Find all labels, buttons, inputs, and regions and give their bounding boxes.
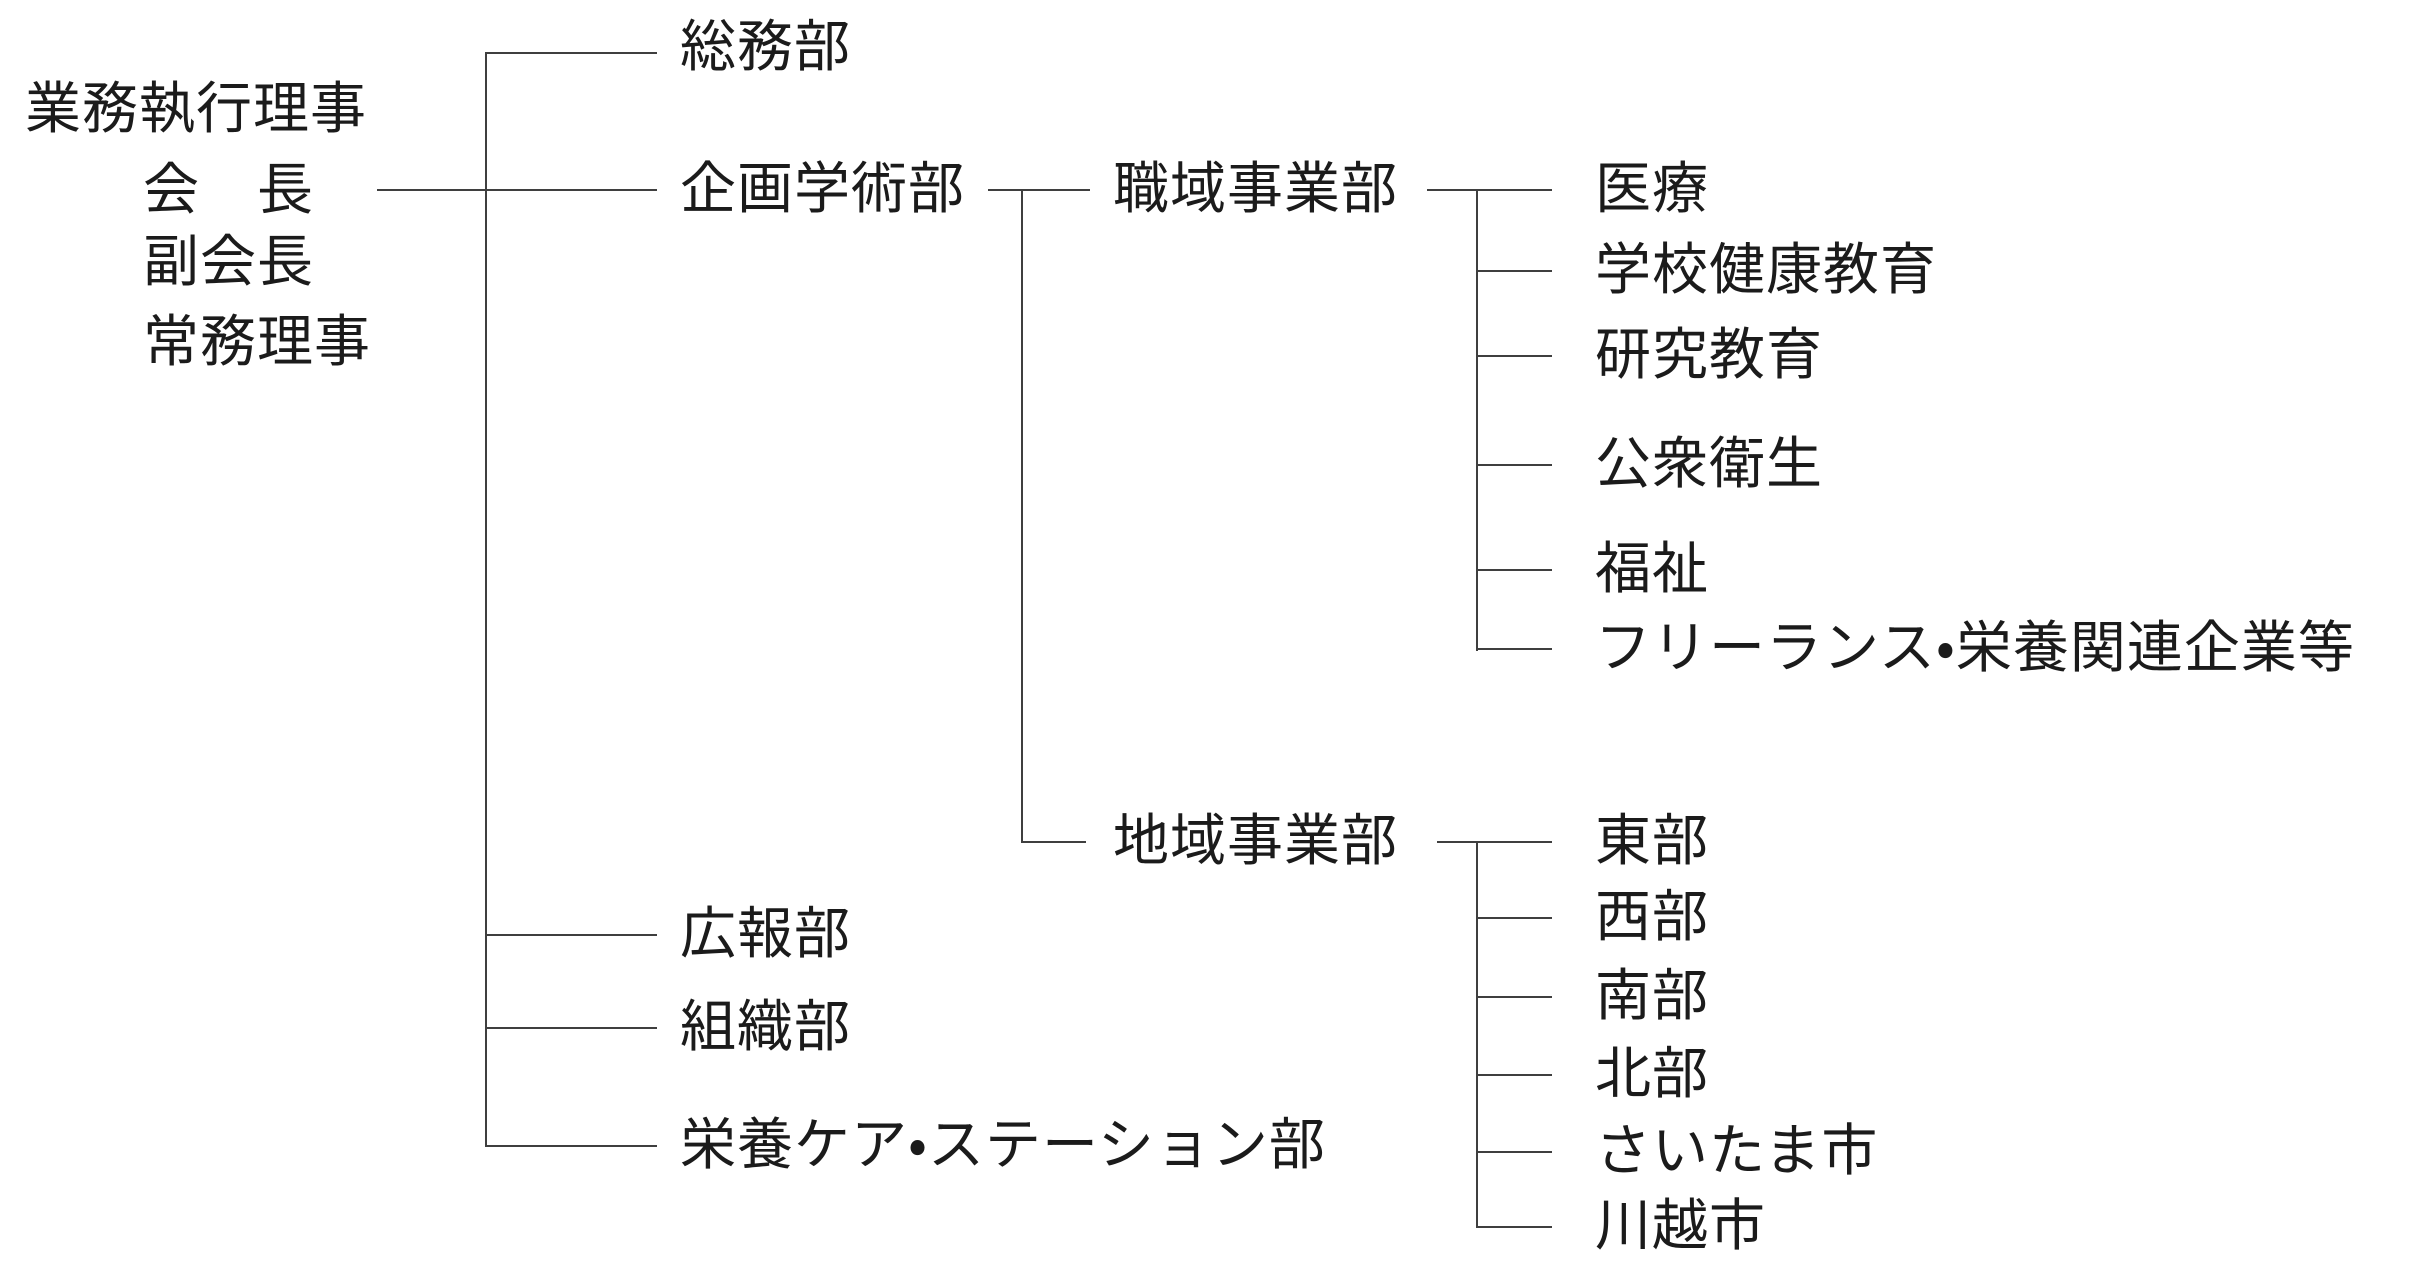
connector-planning-to-level2 bbox=[988, 189, 1090, 191]
leaf-welfare: 福祉 bbox=[1595, 537, 1709, 602]
dept-nutrition-care-station: 栄養ケア・ステーション部 bbox=[680, 1113, 1326, 1178]
div-occupational-business: 職域事業部 bbox=[1113, 157, 1398, 222]
leaf-research-education: 研究教育 bbox=[1595, 323, 1823, 388]
connector-branch-research-edu bbox=[1476, 355, 1552, 357]
connector-branch-general-affairs bbox=[485, 52, 657, 54]
leaf-public-health: 公衆衛生 bbox=[1595, 432, 1823, 497]
connector-president-to-planning bbox=[377, 189, 657, 191]
connector-branch-kawagoe bbox=[1476, 1226, 1552, 1228]
root-title-president: 会 長 bbox=[143, 158, 314, 223]
connector-branch-public-health bbox=[1476, 464, 1552, 466]
dept-planning-academic: 企画学術部 bbox=[680, 157, 965, 222]
connector-regional-to-east bbox=[1437, 841, 1552, 843]
connector-branch-west bbox=[1476, 917, 1552, 919]
leaf-school-health-edu: 学校健康教育 bbox=[1595, 238, 1937, 303]
connector-trunk-regional bbox=[1476, 841, 1478, 1228]
leaf-east: 東部 bbox=[1595, 809, 1709, 874]
dept-organization: 組織部 bbox=[680, 995, 851, 1060]
connector-trunk-level2 bbox=[1021, 189, 1023, 843]
connector-branch-north bbox=[1476, 1074, 1552, 1076]
connector-trunk-occupational bbox=[1476, 189, 1478, 651]
leaf-kawagoe-city: 川越市 bbox=[1595, 1194, 1766, 1259]
leaf-medical: 医療 bbox=[1595, 157, 1709, 222]
dept-public-relations: 広報部 bbox=[680, 902, 851, 967]
root-title-vice-president: 副会長 bbox=[143, 230, 314, 295]
connector-occupational-to-medical bbox=[1427, 189, 1552, 191]
leaf-freelance-industry: フリーランス・栄養関連企業等 bbox=[1595, 616, 2355, 681]
connector-branch-school-health bbox=[1476, 270, 1552, 272]
connector-branch-saitama bbox=[1476, 1151, 1552, 1153]
leaf-north: 北部 bbox=[1595, 1042, 1709, 1107]
connector-branch-regional-division bbox=[1021, 841, 1086, 843]
connector-branch-south bbox=[1476, 996, 1552, 998]
div-regional-business: 地域事業部 bbox=[1113, 809, 1398, 874]
leaf-west: 西部 bbox=[1595, 885, 1709, 950]
connector-branch-nutrition-care bbox=[485, 1145, 657, 1147]
root-title-executive-directors: 業務執行理事 bbox=[25, 77, 367, 142]
connector-trunk-level1 bbox=[485, 52, 487, 1146]
leaf-saitama-city: さいたま市 bbox=[1595, 1119, 1879, 1184]
leaf-south: 南部 bbox=[1595, 964, 1709, 1029]
connector-branch-public-relations bbox=[485, 934, 657, 936]
dept-general-affairs: 総務部 bbox=[680, 15, 851, 80]
connector-branch-organization bbox=[485, 1027, 657, 1029]
connector-branch-welfare bbox=[1476, 569, 1552, 571]
root-title-managing-director: 常務理事 bbox=[143, 310, 371, 375]
connector-branch-freelance bbox=[1476, 648, 1552, 650]
